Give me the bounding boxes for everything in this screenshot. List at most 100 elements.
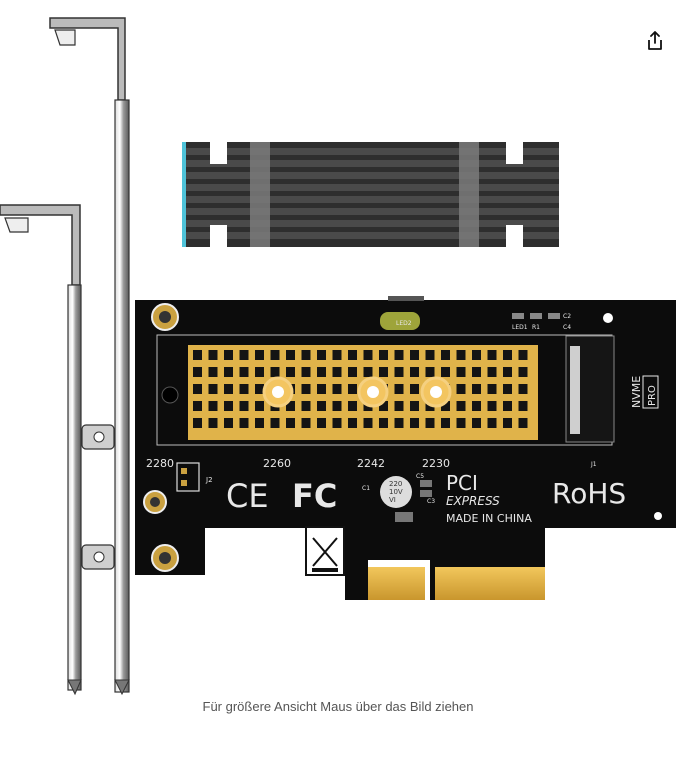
pad-cell (301, 418, 311, 428)
pad-cell (239, 384, 249, 394)
pad-cell (363, 350, 373, 360)
pad-cell (472, 350, 481, 360)
label-c1: C1 (362, 485, 370, 492)
pro-mark: PRO (647, 385, 658, 406)
pad-cell (503, 367, 512, 377)
pad-cell (286, 367, 295, 377)
pad-cell (379, 401, 388, 411)
pad-cell (317, 367, 326, 377)
pad-cell (255, 401, 264, 411)
share-button[interactable] (642, 28, 668, 54)
pad-cell (348, 418, 357, 428)
pad-cell (193, 367, 202, 377)
pad-cell (224, 367, 233, 377)
pad-cell (239, 350, 249, 360)
pad-cell (193, 401, 202, 411)
pad-cell (503, 401, 512, 411)
pad-cell (472, 401, 481, 411)
pad-cell (472, 418, 481, 428)
short-bracket (0, 204, 115, 696)
pad-cell (239, 401, 249, 411)
label-c2: C2 (563, 313, 571, 320)
pad-cell (286, 350, 295, 360)
pad-cell (410, 418, 419, 428)
pad-cell (410, 401, 419, 411)
pad-cell (410, 367, 419, 377)
pad-cell (472, 384, 481, 394)
pad-cell (270, 367, 280, 377)
pad-cell (208, 367, 218, 377)
label-c4: C4 (563, 324, 571, 331)
pad-cell (286, 418, 295, 428)
pad-cell (208, 418, 218, 428)
pad-cell (224, 401, 233, 411)
pad-cell (518, 418, 528, 428)
pad-cell (208, 401, 218, 411)
nvme-mark: NVME (630, 376, 643, 408)
pad-cell (348, 384, 357, 394)
cap-value-2: 10V (389, 488, 403, 496)
pad-cell (410, 350, 419, 360)
pad-cell (487, 367, 497, 377)
pad-grid (193, 350, 528, 428)
pad-cell (270, 350, 280, 360)
pcie-adapter-board: 2280 2260 2242 2230 CE FC PCI EXPRESS Ro… (135, 296, 676, 600)
pad-cell (255, 350, 264, 360)
pad-cell (224, 418, 233, 428)
pad-cell (301, 367, 311, 377)
pad-cell (472, 367, 481, 377)
pad-cell (394, 418, 404, 428)
pad-cell (503, 418, 512, 428)
pad-cell (301, 350, 311, 360)
made-in-china: MADE IN CHINA (446, 512, 532, 525)
pad-cell (487, 401, 497, 411)
label-2260: 2260 (263, 457, 291, 470)
pad-cell (332, 418, 342, 428)
pad-cell (332, 384, 342, 394)
pad-cell (317, 350, 326, 360)
pad-cell (456, 418, 466, 428)
pad-cell (317, 418, 326, 428)
pad-cell (487, 384, 497, 394)
label-led1: LED1 (512, 324, 528, 331)
pad-cell (441, 367, 450, 377)
pad-cell (239, 418, 249, 428)
cap-value-3: VI (389, 496, 396, 504)
rohs-mark: RoHS (552, 477, 626, 510)
pad-cell (425, 418, 435, 428)
pad-cell (224, 384, 233, 394)
m2-heatsink (182, 142, 559, 247)
express-mark: EXPRESS (446, 494, 500, 508)
pad-cell (441, 401, 450, 411)
pad-cell (394, 367, 404, 377)
pad-cell (379, 367, 388, 377)
product-image[interactable]: 2280 2260 2242 2230 CE FC PCI EXPRESS Ro… (0, 0, 690, 700)
pad-cell (394, 401, 404, 411)
pad-cell (193, 350, 202, 360)
pad-cell (193, 418, 202, 428)
cap-value-1: 220 (389, 480, 402, 488)
pad-cell (503, 350, 512, 360)
zoom-hint: Für größere Ansicht Maus über das Bild z… (202, 699, 474, 714)
pad-cell (208, 350, 218, 360)
pad-cell (332, 350, 342, 360)
label-c3: C3 (427, 498, 435, 505)
pad-cell (456, 384, 466, 394)
pad-cell (441, 350, 450, 360)
pad-cell (425, 350, 435, 360)
pad-cell (270, 418, 280, 428)
label-j1: J1 (590, 461, 597, 468)
pad-cell (317, 384, 326, 394)
pad-cell (394, 350, 404, 360)
pad-cell (518, 401, 528, 411)
pad-cell (301, 401, 311, 411)
pad-cell (239, 367, 249, 377)
pad-cell (224, 350, 233, 360)
ce-mark: CE (226, 477, 269, 515)
pad-cell (410, 384, 419, 394)
pad-cell (425, 367, 435, 377)
pad-cell (487, 350, 497, 360)
pad-cell (487, 418, 497, 428)
pad-cell (255, 418, 264, 428)
label-r1: R1 (532, 324, 540, 331)
